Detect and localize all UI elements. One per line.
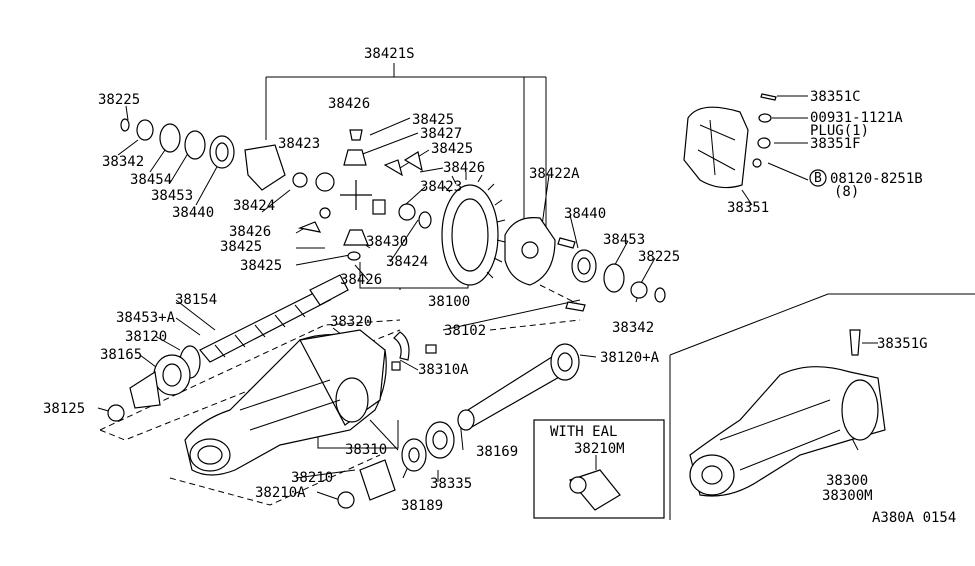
label-with-eal: WITH EAL	[550, 424, 617, 440]
output-bearings	[337, 421, 455, 509]
label-38351C: 38351C	[810, 89, 861, 105]
left-side-parts	[120, 118, 235, 169]
label-38120: 38120	[125, 329, 167, 345]
label-diagram-code: A380A 0154	[872, 510, 956, 526]
drive-pinion-38154	[199, 274, 349, 363]
label-38425: 38425	[412, 112, 454, 128]
label-38351F: 38351F	[810, 136, 861, 152]
label-38225: 38225	[98, 92, 140, 108]
diff-case-38422A	[504, 217, 556, 286]
label-38453: 38453	[603, 232, 645, 248]
label-38351G: 38351G	[877, 336, 928, 352]
part-labels: 38421S 38225 38426 38425 38427 38423 384…	[43, 46, 956, 526]
bolts	[391, 237, 586, 371]
label-38425: 38425	[431, 141, 473, 157]
label-38165: 38165	[100, 347, 142, 363]
label-38342: 38342	[102, 154, 144, 170]
label-00931-1121A: 00931-1121A	[810, 110, 903, 126]
label-38169: 38169	[476, 444, 518, 460]
label-38454: 38454	[130, 172, 172, 188]
label-38453: 38453	[151, 188, 193, 204]
label-08120-8251B: 08120-8251B	[830, 171, 923, 187]
diff-gears	[244, 129, 432, 261]
rear-cover-38351	[683, 93, 777, 189]
label-38423: 38423	[420, 179, 462, 195]
label-38422A: 38422A	[529, 166, 580, 182]
label-38120A: 38120+A	[600, 350, 660, 366]
label-38453A: 38453+A	[116, 310, 176, 326]
label-38430: 38430	[366, 234, 408, 250]
diff-assembly-38300	[689, 329, 886, 497]
label-38310A: 38310A	[418, 362, 469, 378]
side-bearing-stack	[571, 249, 666, 303]
label-38102: 38102	[444, 323, 486, 339]
ring-gear-38100	[441, 172, 506, 286]
label-38425: 38425	[220, 239, 262, 255]
label-38424: 38424	[233, 198, 275, 214]
label-38426: 38426	[443, 160, 485, 176]
label-38300: 38300	[826, 473, 868, 489]
label-38154: 38154	[175, 292, 217, 308]
label-b: B	[814, 171, 822, 186]
pinion-bearing-stack	[107, 345, 201, 422]
carrier-housing-38310	[184, 329, 387, 476]
label-38423: 38423	[278, 136, 320, 152]
label-38421S: 38421S	[364, 46, 415, 62]
label-38225: 38225	[638, 249, 680, 265]
label-38125: 38125	[43, 401, 85, 417]
label-38426: 38426	[328, 96, 370, 112]
label-38424: 38424	[386, 254, 428, 270]
label-38210A: 38210A	[255, 485, 306, 501]
label-38440: 38440	[564, 206, 606, 222]
label-38100: 38100	[428, 294, 470, 310]
label-38425: 38425	[240, 258, 282, 274]
label-38440: 38440	[172, 205, 214, 221]
circled-b-symbol	[809, 169, 827, 187]
label-38342: 38342	[612, 320, 654, 336]
label-38351: 38351	[727, 200, 769, 216]
label-38310: 38310	[345, 442, 387, 458]
with-eal-box	[533, 419, 665, 519]
label-38210: 38210	[291, 470, 333, 486]
label-38320: 38320	[330, 314, 372, 330]
label-38210M: 38210M	[574, 441, 625, 457]
label-38300M: 38300M	[822, 488, 873, 504]
label-38189: 38189	[401, 498, 443, 514]
axle-tube-38169	[457, 343, 580, 431]
label-qty-8: (8)	[834, 184, 859, 200]
label-38426: 38426	[340, 272, 382, 288]
label-38427: 38427	[420, 126, 462, 142]
label-38335: 38335	[430, 476, 472, 492]
label-plug: PLUG(1)	[810, 123, 869, 139]
label-38426: 38426	[229, 224, 271, 240]
